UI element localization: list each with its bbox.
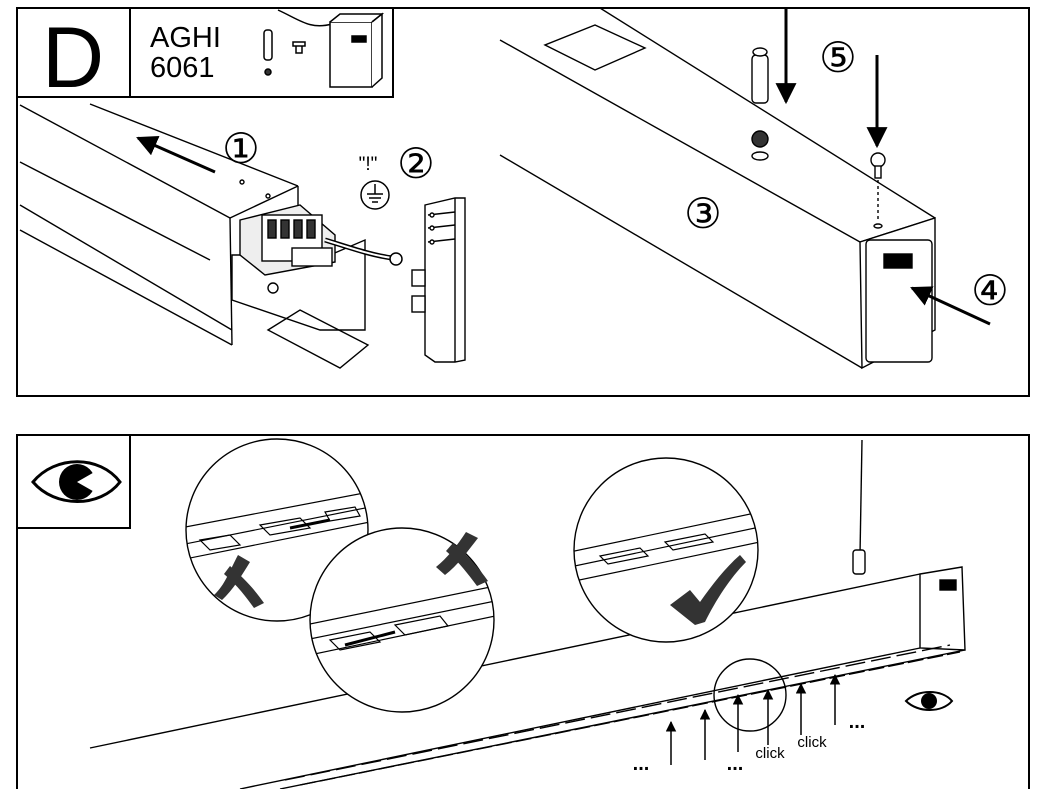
detail-circle-marker	[713, 658, 787, 732]
push-arrow-4	[910, 286, 991, 326]
detail-wrong-2	[309, 527, 495, 713]
product-label	[883, 253, 913, 269]
product-code-line1: AGHI	[150, 22, 221, 54]
click-label-2: click	[797, 734, 827, 751]
warning-mark: "!"	[359, 154, 378, 175]
dots-middle: ...	[727, 753, 744, 775]
kit-parts-icon	[263, 9, 385, 88]
luminaire-body	[89, 439, 966, 789]
terminal-block	[261, 214, 333, 267]
detail-correct	[573, 457, 759, 643]
bottom-panel-frame	[16, 434, 1030, 789]
check-mark	[670, 555, 746, 625]
product-code-line2: 6061	[150, 52, 215, 84]
click-label-1: click	[755, 745, 785, 762]
bottom-panel: click click ... ... ...	[16, 434, 1030, 789]
callout-3: ③	[684, 190, 722, 237]
end-cap	[411, 197, 466, 363]
dots-left: ...	[633, 753, 650, 775]
callout-2: ②	[397, 140, 435, 187]
suspension-fixing	[751, 47, 886, 229]
dots-right: ...	[849, 711, 866, 733]
step-letter: D	[42, 10, 104, 106]
cross-mark-2	[436, 532, 488, 586]
top-panel: D AGHI 6061	[16, 7, 1030, 397]
callout-1: ①	[222, 125, 260, 172]
push-arrow-1	[136, 136, 216, 174]
callout-4: ④	[971, 267, 1009, 314]
eye-icon	[31, 460, 122, 503]
top-panel-frame	[16, 7, 1030, 397]
profile-right	[499, 8, 936, 370]
callout-5: ⑤	[819, 34, 857, 81]
earth-symbol-icon	[360, 180, 390, 210]
click-arrows	[665, 673, 841, 765]
ring-terminal	[389, 252, 403, 266]
small-eye-icon	[904, 691, 954, 711]
step-header: D AGHI 6061	[16, 7, 394, 106]
cross-mark-1	[214, 555, 264, 608]
